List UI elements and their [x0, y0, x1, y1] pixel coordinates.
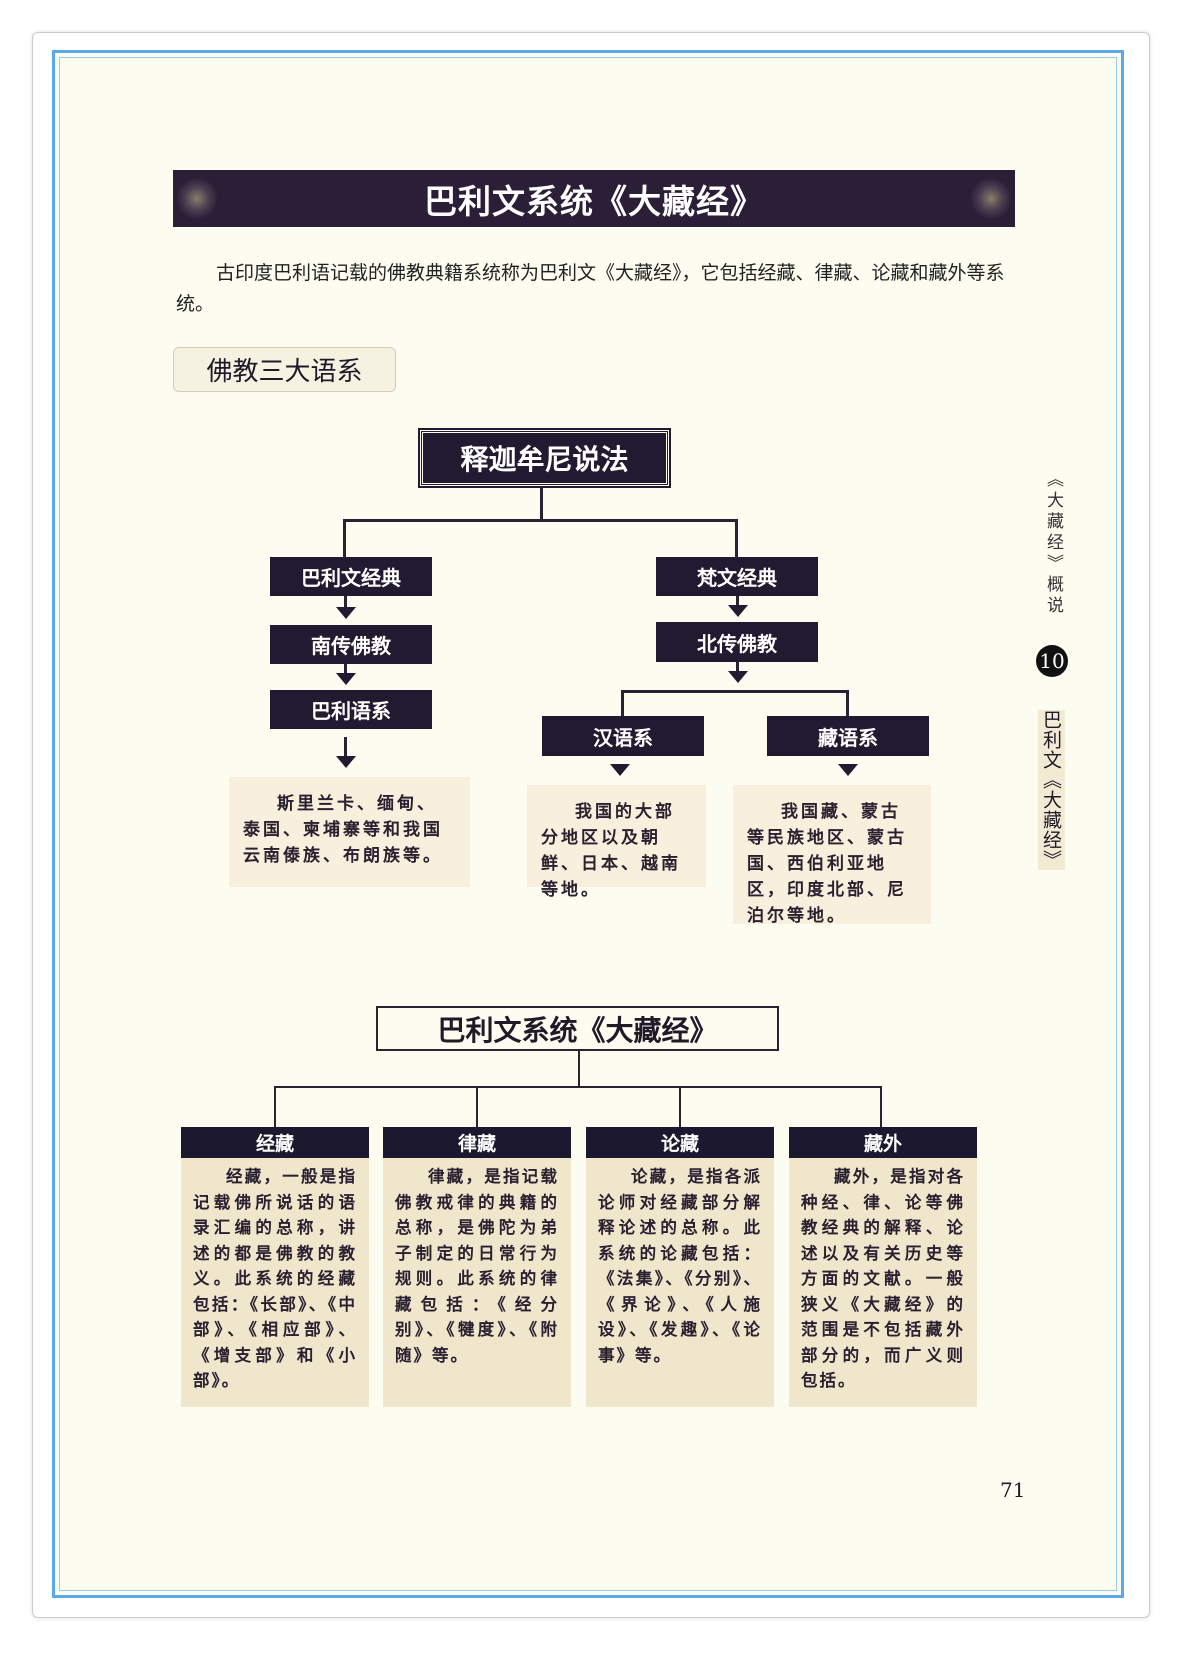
- node-pali-language: 巴利语系: [270, 690, 432, 729]
- arrow-down-icon: [336, 607, 356, 619]
- tree2-root: 巴利文系统《大藏经》: [376, 1006, 779, 1051]
- ornament-icon: [971, 176, 1011, 221]
- connector: [344, 596, 347, 608]
- node-sanskrit-scriptures: 梵文经典: [656, 557, 818, 596]
- tree-root: 释迦牟尼说法: [418, 428, 671, 488]
- column-body: 经藏，一般是指记载佛所说话的语录汇编的总称，讲述的都是佛教的教义。此系统的经藏包…: [181, 1158, 369, 1407]
- connector: [621, 690, 624, 716]
- pali-region-description: 斯里兰卡、缅甸、泰国、柬埔寨等和我国云南傣族、布朗族等。: [229, 777, 470, 887]
- node-southern-buddhism: 南传佛教: [270, 625, 432, 664]
- arrow-down-icon: [610, 764, 630, 776]
- connector: [621, 690, 849, 693]
- column-text: 经藏，一般是指记载佛所说话的语录汇编的总称，讲述的都是佛教的教义。此系统的经藏包…: [193, 1167, 357, 1390]
- arrow-down-icon: [838, 764, 858, 776]
- connector: [679, 1086, 681, 1128]
- description-text: 我国藏、蒙古等民族地区、蒙古国、西伯利亚地区，印度北部、尼泊尔等地。: [747, 802, 907, 926]
- column-extra-canonical: 藏外 藏外，是指对各种经、律、论等佛教经典的解释、论述以及有关历史等方面的文献。…: [789, 1127, 977, 1407]
- connector: [846, 690, 849, 716]
- description-text: 斯里兰卡、缅甸、泰国、柬埔寨等和我国云南傣族、布朗族等。: [243, 794, 443, 866]
- section-label: 佛教三大语系: [173, 347, 396, 392]
- connector: [344, 664, 347, 674]
- arrow-down-icon: [728, 605, 748, 617]
- column-sutta: 经藏 经藏，一般是指记载佛所说话的语录汇编的总称，讲述的都是佛教的教义。此系统的…: [181, 1127, 369, 1407]
- node-pali-scriptures: 巴利文经典: [270, 557, 432, 596]
- ornament-icon: [177, 176, 217, 221]
- connector: [880, 1086, 882, 1128]
- arrow-down-icon: [728, 671, 748, 683]
- connector: [735, 519, 738, 557]
- column-body: 论藏，是指各派论师对经藏部分解释论述的总称。此系统的论藏包括：《法集》、《分别》…: [586, 1158, 774, 1407]
- connector: [540, 488, 543, 521]
- connector: [736, 596, 739, 606]
- tibetan-region-description: 我国藏、蒙古等民族地区、蒙古国、西伯利亚地区，印度北部、尼泊尔等地。: [733, 785, 931, 926]
- han-region-description: 我国的大部分地区以及朝鲜、日本、越南等地。: [527, 785, 706, 900]
- node-tibetan-language: 藏语系: [767, 716, 929, 756]
- connector: [344, 737, 347, 757]
- connector: [343, 519, 738, 522]
- connector: [578, 1051, 580, 1087]
- column-text: 论藏，是指各派论师对经藏部分解释论述的总称。此系统的论藏包括：《法集》、《分别》…: [598, 1167, 762, 1365]
- column-text: 藏外，是指对各种经、律、论等佛教经典的解释、论述以及有关历史等方面的文献。一般狭…: [801, 1167, 965, 1390]
- connector: [274, 1086, 276, 1128]
- column-abhidhamma: 论藏 论藏，是指各派论师对经藏部分解释论述的总称。此系统的论藏包括：《法集》、《…: [586, 1127, 774, 1407]
- node-chinese-language: 汉语系: [542, 716, 704, 756]
- connector: [274, 1086, 882, 1088]
- connector: [476, 1086, 478, 1128]
- arrow-down-icon: [336, 673, 356, 685]
- intro-paragraph: 古印度巴利语记载的佛教典籍系统称为巴利文《大藏经》，它包括经藏、律藏、论藏和藏外…: [176, 262, 1005, 315]
- column-vinaya: 律藏 律藏，是指记载佛教戒律的典籍的总称，是佛陀为弟子制定的日常行为规则。此系统…: [383, 1127, 571, 1407]
- column-header: 论藏: [586, 1127, 774, 1158]
- page-number: 71: [1000, 1478, 1026, 1502]
- connector: [343, 519, 346, 557]
- description-text: 我国的大部分地区以及朝鲜、日本、越南等地。: [541, 802, 681, 900]
- column-text: 律藏，是指记载佛教戒律的典籍的总称，是佛陀为弟子制定的日常行为规则。此系统的律藏…: [395, 1167, 559, 1365]
- page-title: 巴利文系统《大藏经》: [424, 181, 764, 221]
- connector: [736, 662, 739, 672]
- arrow-down-icon: [336, 756, 356, 768]
- column-body: 藏外，是指对各种经、律、论等佛教经典的解释、论述以及有关历史等方面的文献。一般狭…: [789, 1158, 977, 1407]
- chapter-number-badge: 10: [1036, 645, 1068, 677]
- sidebar-book-title: 《大藏经》概说: [1043, 470, 1063, 617]
- column-header: 藏外: [789, 1127, 977, 1158]
- column-body: 律藏，是指记载佛教戒律的典籍的总称，是佛陀为弟子制定的日常行为规则。此系统的律藏…: [383, 1158, 571, 1407]
- sidebar-section-title: 巴利文《大藏经》: [1038, 710, 1065, 870]
- page-title-banner: 巴利文系统《大藏经》: [173, 170, 1015, 227]
- node-northern-buddhism: 北传佛教: [656, 622, 818, 662]
- column-header: 律藏: [383, 1127, 571, 1158]
- column-header: 经藏: [181, 1127, 369, 1158]
